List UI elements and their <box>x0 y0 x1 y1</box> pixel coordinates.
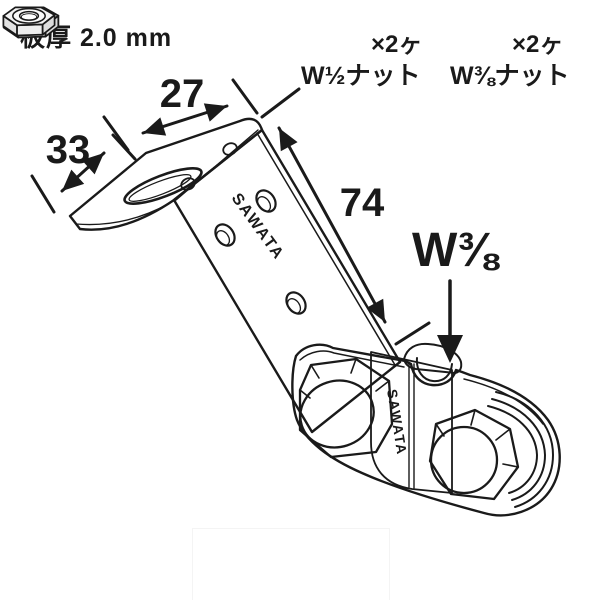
stacked-plate-edges <box>487 391 554 508</box>
dimension-27: > 27 <box>102 72 259 152</box>
brand-text-clamp: SAWATA <box>384 388 410 456</box>
dimension-27-label: 27 <box>160 72 205 116</box>
thread-size-label: W⅜ <box>412 224 500 277</box>
arm-hole <box>255 189 277 213</box>
clamp-band <box>370 351 453 494</box>
scan-artifact <box>192 528 390 600</box>
dim-tick <box>111 133 137 161</box>
flange-thickness-edge <box>75 202 171 226</box>
nut-name-label: W½ナット <box>301 62 421 90</box>
hex-bolt-right <box>428 408 520 501</box>
thread-size-callout: W⅜ <box>412 224 500 363</box>
dim-tick <box>102 115 130 152</box>
nut-qty-label: ×2ヶ <box>371 31 423 58</box>
dimension-33-label: 33 <box>46 128 91 172</box>
hex-bolt-left <box>298 357 394 459</box>
slot-hole <box>123 167 203 205</box>
nut-name-label: W⅜ナット <box>450 62 570 90</box>
nut-qty-label: ×2ヶ <box>512 31 564 58</box>
arm-plate: SAWATA <box>172 128 402 434</box>
dim-tick <box>231 78 259 115</box>
flange-plate <box>68 117 264 231</box>
dimension-74-arrow <box>277 126 387 324</box>
arm-hole <box>285 291 307 315</box>
dim-tick <box>30 174 56 214</box>
dim-tick <box>394 321 431 346</box>
dimension-33: 33 <box>30 128 137 214</box>
dimension-74-label: 74 <box>340 181 385 225</box>
dimension-74: 74 <box>260 87 431 346</box>
dim-tick <box>260 87 301 119</box>
arm-hole <box>214 223 236 247</box>
dimension-33-arrow <box>60 151 106 193</box>
clamp-body: SAWATA <box>291 342 561 517</box>
dimension-27-arrow <box>141 103 229 136</box>
hex-nut-icon <box>2 6 56 37</box>
saddle-notch <box>403 342 463 383</box>
thread-arrowhead <box>437 335 463 363</box>
emboss-bump <box>180 177 196 191</box>
